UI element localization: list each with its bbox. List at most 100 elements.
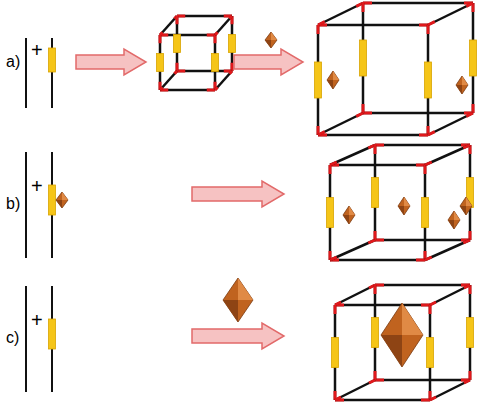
cage-corner xyxy=(464,380,470,383)
cage-edge xyxy=(318,113,363,135)
linker-bar xyxy=(49,48,56,72)
cage-corner xyxy=(374,285,377,294)
cage-edge xyxy=(335,285,375,305)
metal-node xyxy=(448,211,460,229)
cage-corner xyxy=(362,104,365,113)
cage-corner xyxy=(318,22,325,25)
metal-node-facet xyxy=(327,80,333,89)
cage-corner xyxy=(174,71,177,74)
plus-sign: + xyxy=(31,310,43,330)
linker-bar xyxy=(212,54,219,72)
metal-node xyxy=(460,197,472,215)
metal-node-facet xyxy=(333,71,339,80)
cage-edge xyxy=(330,145,375,165)
metal-node-facet xyxy=(466,197,472,206)
metal-node xyxy=(381,303,423,367)
cage-corner xyxy=(215,32,218,35)
linker-bar xyxy=(467,178,474,208)
cage-corner xyxy=(466,3,473,6)
cage-corner xyxy=(430,397,436,400)
cage-corner xyxy=(330,162,337,165)
metal-node xyxy=(343,206,355,224)
metal-node-facet xyxy=(448,220,454,229)
reaction-arrow xyxy=(192,181,284,207)
linker-bar xyxy=(425,62,432,98)
cage-edge xyxy=(215,71,232,90)
linker-bar xyxy=(467,318,474,348)
cage-edge xyxy=(160,34,215,37)
cage-edge xyxy=(425,145,470,165)
cage-corner xyxy=(214,35,217,43)
metal-node-facet xyxy=(343,215,349,224)
cage-edge xyxy=(430,380,470,400)
metal-node-facet xyxy=(349,206,355,215)
cage-edge xyxy=(425,240,470,260)
cage-corner xyxy=(160,32,163,35)
cage-corner xyxy=(369,380,375,383)
cage-corner xyxy=(424,165,427,174)
metal-node-facet xyxy=(456,85,462,94)
linker-bar xyxy=(332,338,339,368)
cage-corner xyxy=(362,3,365,12)
cage-corner xyxy=(215,87,218,90)
cage-corner xyxy=(466,113,473,116)
cage-corner xyxy=(464,285,470,288)
cage-corner xyxy=(334,305,337,314)
cage-edge xyxy=(428,113,473,135)
cage-corner xyxy=(229,71,232,74)
cage-corner xyxy=(368,240,375,243)
metal-node-facet xyxy=(265,40,271,48)
cage-edge xyxy=(430,285,470,305)
cage-corner xyxy=(160,87,163,90)
cage-corner xyxy=(356,113,363,116)
cage-corner xyxy=(207,89,215,92)
linker-bar xyxy=(360,40,367,76)
cage-corner xyxy=(374,231,377,240)
cage-edge xyxy=(160,89,215,92)
metal-node-facet xyxy=(402,303,423,335)
linker-bar xyxy=(174,35,181,53)
cage-edge xyxy=(330,164,425,167)
linker-bar xyxy=(427,338,434,368)
cage-edge xyxy=(215,16,232,35)
metal-node xyxy=(398,197,410,215)
panel-label: a) xyxy=(6,54,20,70)
metal-node xyxy=(223,278,253,322)
cage-corner xyxy=(374,371,377,380)
reaction-arrow xyxy=(192,323,284,349)
cage-corner xyxy=(428,22,435,25)
reaction-arrow xyxy=(234,49,303,75)
plus-sign: + xyxy=(31,40,43,60)
plus-sign: + xyxy=(31,176,43,196)
metal-node xyxy=(327,71,339,89)
cage-edge xyxy=(330,240,375,260)
metal-node-facet xyxy=(238,278,253,300)
cage-corner xyxy=(374,145,377,154)
cage-corner xyxy=(335,302,341,305)
panel-label: b) xyxy=(6,196,20,212)
cage-corner xyxy=(329,165,332,174)
metal-node-facet xyxy=(462,76,468,85)
cage-edge xyxy=(375,144,470,147)
linker-bar xyxy=(49,319,56,349)
linker-bar xyxy=(157,54,164,72)
cage-edge xyxy=(177,15,232,18)
cage-corner xyxy=(427,25,430,34)
cage-corner xyxy=(463,240,470,243)
cage-edge xyxy=(160,71,177,90)
linker-bar xyxy=(372,178,379,208)
cage-edge xyxy=(375,239,470,242)
cage-corner xyxy=(176,16,179,24)
cage-corner xyxy=(159,35,162,43)
cage-edge xyxy=(335,399,430,402)
metal-node-facet xyxy=(454,211,460,220)
metal-node-facet xyxy=(460,206,466,215)
metal-node-facet xyxy=(56,200,62,208)
linker-bar xyxy=(422,198,429,228)
cage-corner xyxy=(428,132,435,135)
cage-corner xyxy=(229,16,232,19)
cage-corner xyxy=(176,63,179,71)
linker-line xyxy=(25,38,27,108)
cage-corner xyxy=(317,25,320,34)
